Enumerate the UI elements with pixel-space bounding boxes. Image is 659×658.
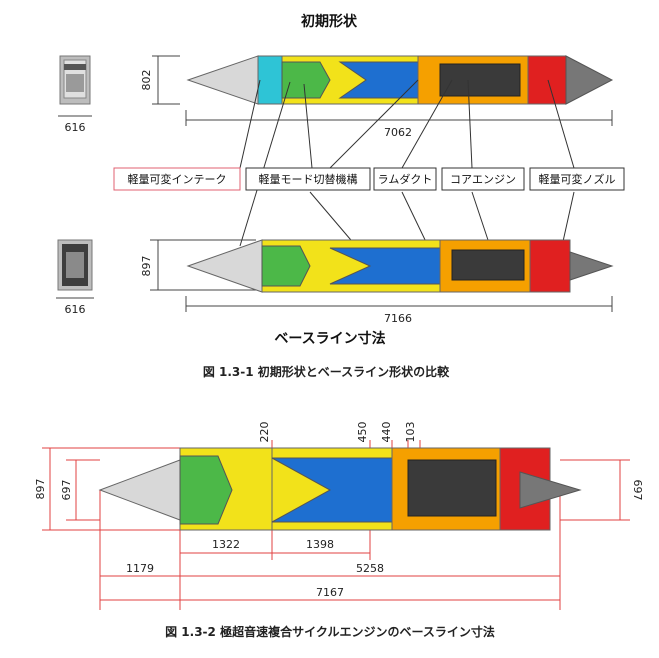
initial-engine-body [186,55,614,105]
baseline-height-label: 897 [140,256,153,277]
figure-1-caption: 図 1.3-1 初期形状とベースライン形状の比較 [203,364,450,379]
dim-450-label: 450 [356,422,369,443]
label-mode-switch: 軽量モード切替機構 [259,172,358,186]
baseline-length-label: 7166 [384,312,412,325]
dim-897-label: 897 [34,479,47,500]
dim-103-label: 103 [404,422,417,443]
dim-1322-label: 1322 [212,538,240,551]
baseline-engine-body [186,239,614,293]
dim-5258-label: 5258 [356,562,384,575]
bottom-engine-body [98,447,582,531]
dim-7167-label: 7167 [316,586,344,599]
label-variable-nozzle: 軽量可変ノズル [539,172,616,186]
label-ram-duct: ラムダクト [378,172,433,186]
initial-length-label: 7062 [384,126,412,139]
label-row: 軽量可変インテーク 軽量モード切替機構 ラムダクト コアエンジン 軽量可変ノズル [113,167,625,191]
dim-1398-label: 1398 [306,538,334,551]
dim-697-right-label: 697 [631,480,644,501]
baseline-dimensions-title: ベースライン寸法 [274,330,385,347]
initial-height-label: 802 [140,70,153,91]
initial-shape-title: 初期形状 [301,13,358,30]
initial-cross-section [59,55,91,105]
dim-1179-label: 1179 [126,562,154,575]
label-leaders [239,79,575,247]
baseline-cross-section [57,239,93,291]
dim-697-left-label: 697 [60,480,73,501]
initial-width-label: 616 [65,121,86,134]
baseline-width-label: 616 [65,303,86,316]
label-variable-intake: 軽量可変インテーク [128,172,227,186]
dim-440-label: 440 [380,422,393,443]
figure-2-caption: 図 1.3-2 極超音速複合サイクルエンジンのベースライン寸法 [165,624,495,639]
label-core-engine: コアエンジン [450,173,516,186]
dim-220-label: 220 [258,422,271,443]
